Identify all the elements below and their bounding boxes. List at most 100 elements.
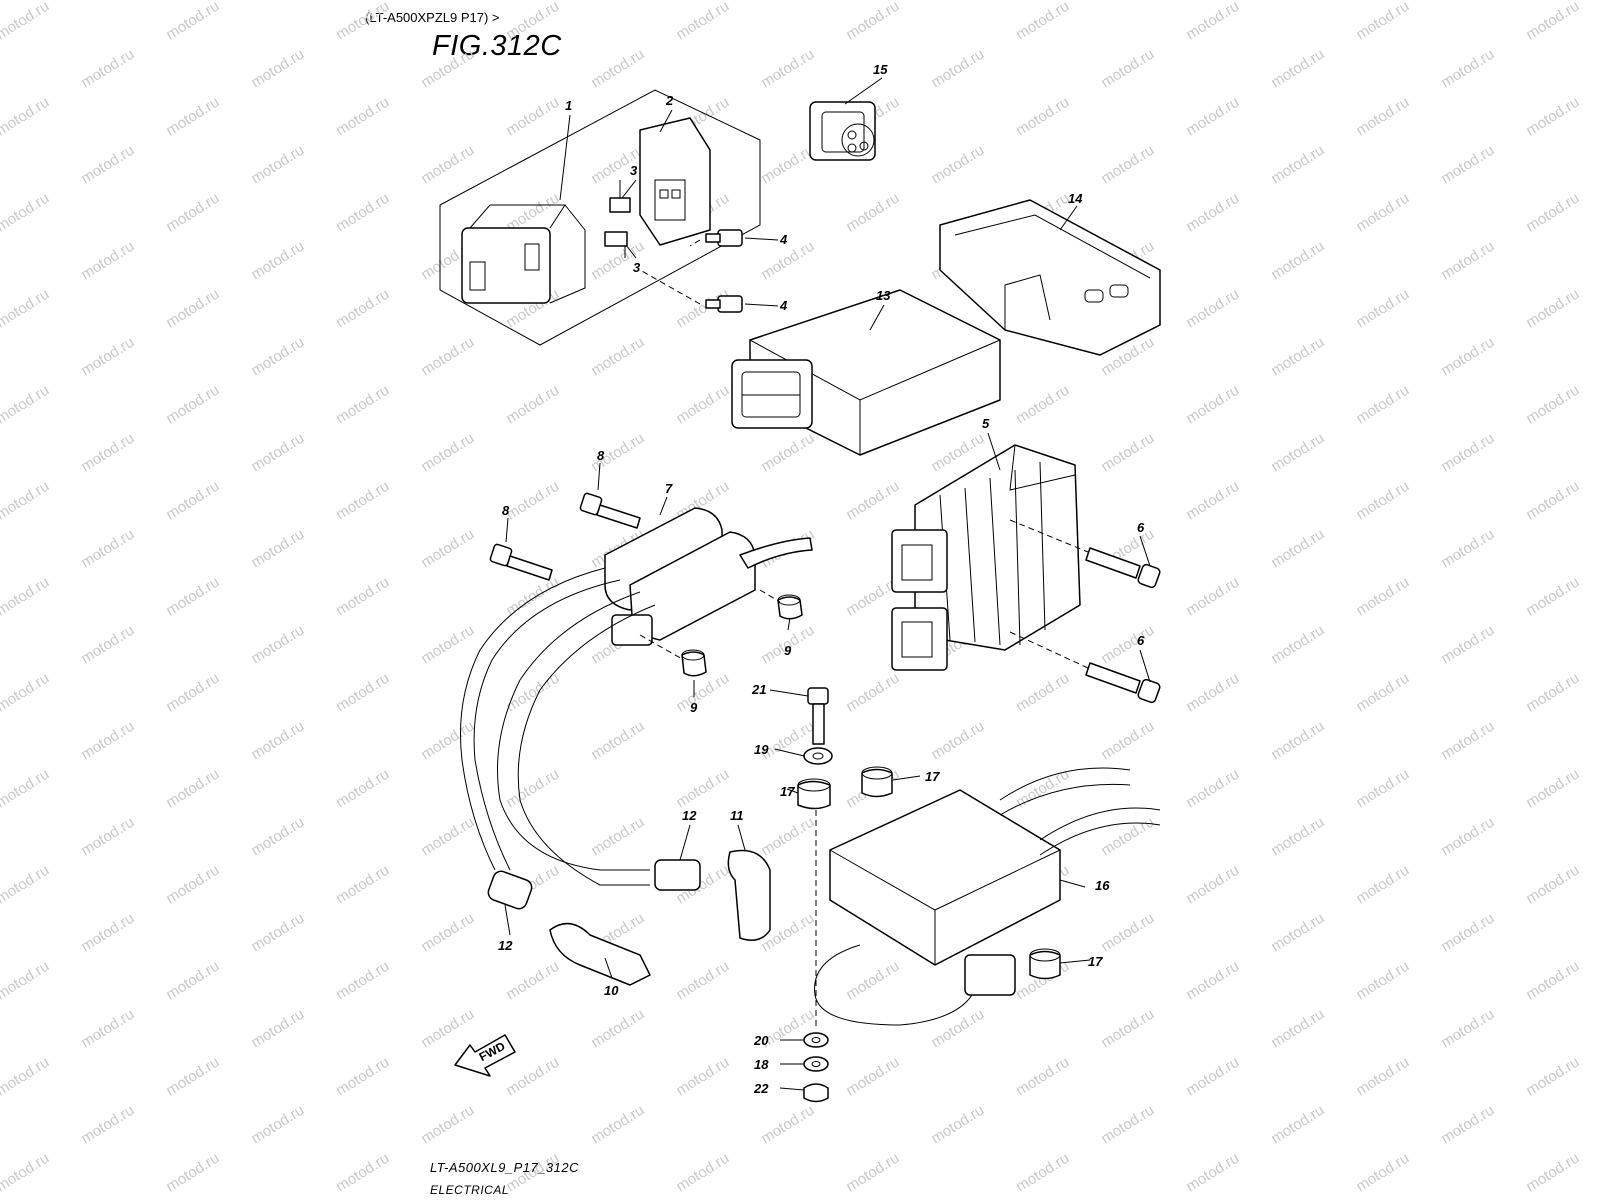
callout-8: 8: [502, 503, 510, 518]
watermark-text: motod.ru: [0, 670, 52, 716]
watermark-text: motod.ru: [163, 382, 222, 428]
watermark-text: motod.ru: [1268, 718, 1327, 764]
figure-title: FIG.312C: [432, 30, 562, 62]
watermark-text: motod.ru: [163, 958, 222, 1004]
watermark-text: motod.ru: [928, 718, 987, 764]
watermark-text: motod.ru: [1268, 334, 1327, 380]
watermark-text: motod.ru: [163, 0, 222, 43]
watermark-text: motod.ru: [248, 910, 307, 956]
watermark-text: motod.ru: [0, 0, 52, 43]
watermark-text: motod.ru: [843, 1150, 902, 1196]
watermark-text: motod.ru: [248, 526, 307, 572]
watermark-text: motod.ru: [78, 814, 137, 860]
watermark-text: motod.ru: [1183, 478, 1242, 524]
watermark-text: motod.ru: [1523, 1150, 1582, 1196]
watermark-text: motod.ru: [1183, 958, 1242, 1004]
callout-17: 17: [925, 769, 940, 784]
watermark-text: motod.ru: [1183, 766, 1242, 812]
spacer-9: [639, 589, 803, 677]
watermark-text: motod.ru: [1013, 1150, 1072, 1196]
watermark-text: motod.ru: [673, 958, 732, 1004]
watermark-text: motod.ru: [0, 478, 52, 524]
watermark-text: motod.ru: [0, 1150, 52, 1196]
watermark-text: motod.ru: [1098, 46, 1157, 92]
watermark-text: motod.ru: [1183, 382, 1242, 428]
watermark-text: motod.ru: [333, 478, 392, 524]
watermark-text: motod.ru: [1438, 1006, 1497, 1052]
watermark-text: motod.ru: [0, 1054, 52, 1100]
watermark-text: motod.ru: [843, 958, 902, 1004]
callout-4: 4: [779, 298, 788, 313]
watermark-text: motod.ru: [503, 958, 562, 1004]
callout-13: 13: [876, 288, 891, 303]
callout-21: 21: [751, 682, 766, 697]
watermark-text: motod.ru: [1353, 382, 1412, 428]
regulator-rectifier-5: [891, 444, 1081, 671]
watermark-text: motod.ru: [1268, 526, 1327, 572]
watermark-text: motod.ru: [0, 382, 52, 428]
watermark-text: motod.ru: [1523, 0, 1582, 43]
watermark-text: motod.ru: [0, 286, 52, 332]
watermark-text: motod.ru: [1183, 862, 1242, 908]
watermark-text: motod.ru: [163, 94, 222, 140]
watermark-text: motod.ru: [333, 1054, 392, 1100]
watermark-text: motod.ru: [333, 670, 392, 716]
watermark-text: motod.ru: [1183, 94, 1242, 140]
watermark-text: motod.ru: [163, 478, 222, 524]
callout-9: 9: [784, 643, 792, 658]
watermark-text: motod.ru: [0, 958, 52, 1004]
watermark-text: motod.ru: [1268, 1102, 1327, 1148]
watermark-text: motod.ru: [1523, 94, 1582, 140]
watermark-text: motod.ru: [588, 334, 647, 380]
watermark-text: motod.ru: [503, 94, 562, 140]
callout-15: 15: [873, 62, 888, 77]
watermark-text: motod.ru: [1353, 1054, 1412, 1100]
watermark-text: motod.ru: [1523, 862, 1582, 908]
callout-7: 7: [665, 481, 673, 496]
watermark-text: motod.ru: [418, 1006, 477, 1052]
watermark-text: motod.ru: [503, 670, 562, 716]
ecm-13: [731, 289, 1001, 456]
relay-assembly-1: [439, 89, 761, 346]
watermark-text: motod.ru: [163, 862, 222, 908]
callout-12: 12: [682, 808, 697, 823]
fuse-3: [604, 180, 631, 258]
connector-15: [809, 101, 876, 161]
callout-6: 6: [1137, 633, 1145, 648]
watermark-text: motod.ru: [1523, 478, 1582, 524]
watermark-text: motod.ru: [1523, 958, 1582, 1004]
watermark-text: motod.ru: [758, 238, 817, 284]
watermark-text: motod.ru: [163, 574, 222, 620]
watermark-text: motod.ru: [1098, 430, 1157, 476]
watermark-text: motod.ru: [1523, 1054, 1582, 1100]
watermark-text: motod.ru: [758, 1102, 817, 1148]
watermark-text: motod.ru: [1353, 574, 1412, 620]
watermark-text: motod.ru: [78, 1102, 137, 1148]
watermark-text: motod.ru: [758, 814, 817, 860]
watermark-text: motod.ru: [248, 334, 307, 380]
callout-2: 2: [665, 93, 674, 108]
watermark-text: motod.ru: [1353, 286, 1412, 332]
callout-12: 12: [498, 938, 513, 953]
watermark-text: motod.ru: [418, 526, 477, 572]
watermark-text: motod.ru: [1183, 1150, 1242, 1196]
watermark-text: motod.ru: [1013, 382, 1072, 428]
watermark-text: motod.ru: [928, 1006, 987, 1052]
watermark-text: motod.ru: [248, 142, 307, 188]
callout-8: 8: [597, 448, 605, 463]
watermark-text: motod.ru: [1183, 670, 1242, 716]
watermark-text: motod.ru: [248, 46, 307, 92]
watermark-text: motod.ru: [248, 430, 307, 476]
leader-lines: [504, 77, 1151, 1091]
watermark-text: motod.ru: [0, 190, 52, 236]
callout-19: 19: [754, 742, 769, 757]
watermark-text: motod.ru: [1438, 46, 1497, 92]
watermark-text: motod.ru: [1353, 478, 1412, 524]
watermark-text: motod.ru: [673, 766, 732, 812]
callout-6: 6: [1137, 520, 1145, 535]
watermark-text: motod.ru: [78, 334, 137, 380]
section-name: ELECTRICAL: [430, 1183, 510, 1197]
